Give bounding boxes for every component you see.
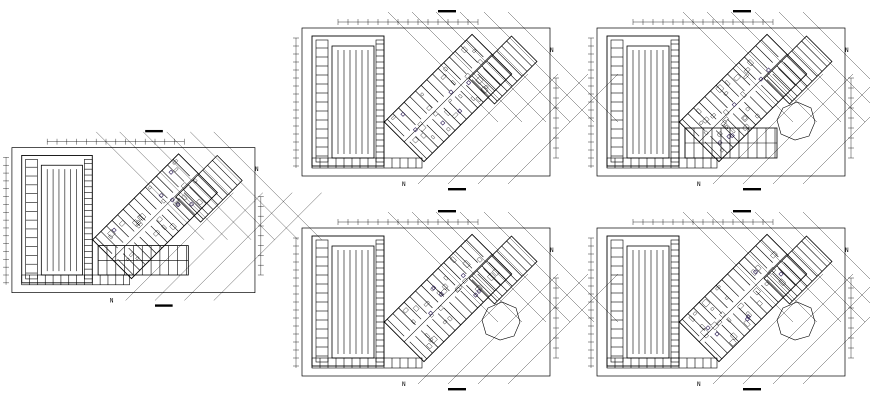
grid-axis-lines (682, 11, 870, 185)
floor-plan: NN (293, 10, 619, 191)
north-marker: N (550, 247, 554, 254)
lower-room-strip (21, 274, 130, 286)
diagonal-annex (468, 35, 538, 105)
dimension-lines (588, 19, 774, 168)
title-bar-top (733, 210, 751, 213)
diagonal-annex (763, 235, 833, 305)
axis-marker: N (697, 381, 701, 388)
floor-plan: NN (293, 210, 619, 391)
north-marker: N (255, 167, 259, 173)
grid-axis-lines (96, 131, 322, 301)
rectangular-wing (606, 235, 680, 367)
lower-extension-block (684, 127, 778, 159)
diagonal-annex (175, 154, 243, 223)
dimension-lines (293, 219, 479, 368)
title-bar-bottom (448, 388, 466, 391)
title-bar-bottom (155, 304, 173, 307)
diagonal-wing (678, 233, 808, 363)
dimension-lines (3, 138, 185, 285)
grid-axis-lines (387, 11, 619, 185)
title-bar-bottom (743, 388, 761, 391)
axis-marker: N (697, 181, 701, 188)
title-bar-bottom (743, 188, 761, 191)
lower-room-strip (606, 157, 718, 169)
rectangular-wing (606, 35, 680, 167)
diagonal-wing (383, 33, 513, 163)
lower-room-strip (311, 157, 423, 169)
grid-axis-lines (682, 211, 870, 385)
grid-axis-lines (387, 211, 619, 385)
dimension-lines (293, 19, 479, 168)
diagonal-annex (468, 235, 538, 305)
axis-marker: N (402, 181, 406, 188)
title-bar-top (438, 10, 456, 13)
floor-plan: NN (3, 129, 322, 307)
dimension-lines (588, 219, 774, 368)
north-marker: N (845, 47, 849, 54)
rectangular-wing (311, 235, 385, 367)
diagonal-annex (763, 35, 833, 105)
lower-room-strip (311, 357, 423, 369)
floor-plan: NN (588, 210, 870, 391)
octagonal-court (776, 101, 816, 141)
diagonal-wing (678, 33, 808, 163)
title-bar-bottom (448, 188, 466, 191)
octagonal-court (481, 301, 521, 341)
title-bar-top (438, 210, 456, 213)
axis-marker: N (402, 381, 406, 388)
north-marker: N (550, 47, 554, 54)
title-bar-top (733, 10, 751, 13)
north-marker: N (845, 247, 849, 254)
lower-extension-block (97, 245, 189, 276)
diagonal-wing (383, 233, 513, 363)
axis-marker: N (110, 298, 114, 304)
lower-room-strip (606, 357, 718, 369)
floor-plan: NN (588, 10, 870, 191)
octagonal-court (776, 301, 816, 341)
title-bar-top (145, 129, 163, 133)
